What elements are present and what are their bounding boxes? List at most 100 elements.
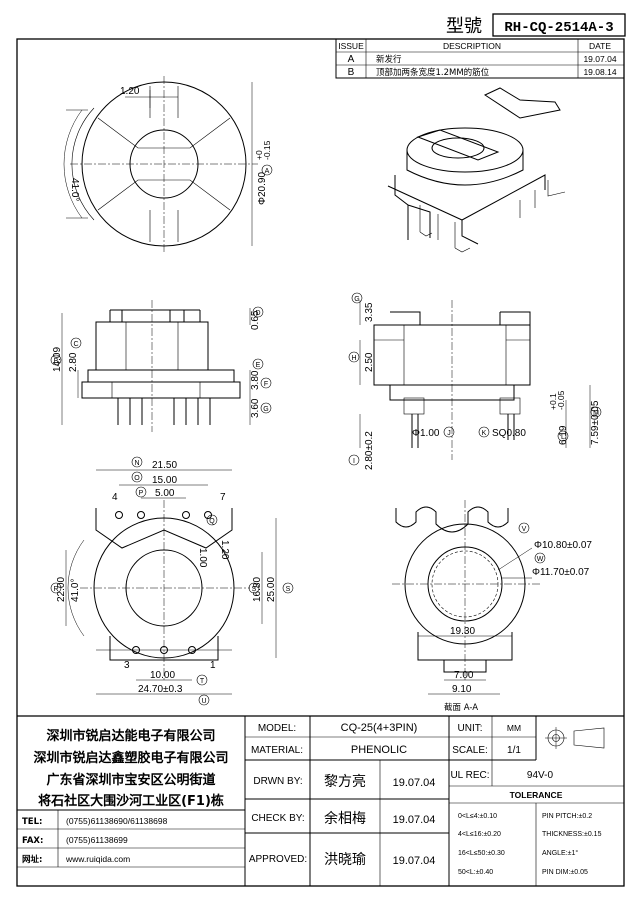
dim-label: 10.00 <box>150 670 175 681</box>
dim-label: W <box>537 556 544 563</box>
dim-label: 0.65 <box>250 310 261 330</box>
rev-date: 19.08.14 <box>583 67 616 77</box>
dim-label: Φ11.70±0.07 <box>532 567 590 578</box>
dim-label: 2.80 <box>68 352 79 372</box>
tolerance-row: 0<L≤4:±0.10 <box>458 813 497 820</box>
dim-label: 3.80 <box>250 370 261 390</box>
dim-label: N <box>134 460 139 467</box>
tolerance-row: 16<L≤50:±0.30 <box>458 850 505 857</box>
drawn-by-label: DRWN BY: <box>253 776 302 787</box>
dim-label: +0.1 <box>548 393 558 410</box>
dim-label: U <box>201 698 206 705</box>
rev-description: 新发行 <box>376 54 402 65</box>
drawing-frame <box>16 38 625 887</box>
pin-number: 4 <box>112 492 118 503</box>
dim-label: 9.10 <box>452 684 472 695</box>
rev-issue: B <box>348 67 355 78</box>
dim-label: Φ1.00 <box>412 428 440 439</box>
dim-label: 2.50 <box>364 352 375 372</box>
section-view: Φ10.80±0.07 V Φ11.70±0.07 W 19.30 7.00 9… <box>392 500 592 713</box>
projection-symbol-icon <box>545 727 605 749</box>
dim-label: 22.00 <box>56 577 67 602</box>
dim-label: Φ20.90 <box>257 172 268 205</box>
tolerance-row: 50<L:±0.40 <box>458 869 493 876</box>
section-caption: 截面 A-A <box>444 702 478 713</box>
dim-label: 5.00 <box>155 488 175 499</box>
dim-label: S <box>286 586 291 593</box>
unit-value: MM <box>507 723 521 733</box>
pin-number: 3 <box>124 660 130 671</box>
dim-label: 1.20 <box>219 540 230 560</box>
bottom-view: 4 7 3 1 21.50 N 15.00 O 5.00 P 1.00 1.20… <box>50 456 294 706</box>
dim-label: T <box>200 678 205 685</box>
dim-label: M <box>593 410 599 417</box>
drawn-by-name: 黎方亮 <box>324 773 366 790</box>
dim-label: J <box>447 430 451 437</box>
company-line: 深圳市锐启达能电子有限公司 <box>46 728 215 744</box>
dim-label: 3.60 <box>250 398 261 418</box>
dim-label: 16.80 <box>252 577 263 602</box>
dim-label: 7.59±0.05 <box>590 400 601 445</box>
model-number-header: 型號 RH-CQ-2514A-3 <box>446 13 626 37</box>
side-view: 3.35 G 2.50 H Φ1.00 J K SQ0.80 6.19 +0.1… <box>348 292 602 470</box>
dim-label: B <box>54 358 59 365</box>
tolerance-row: 4<L≤16:±0.20 <box>458 831 501 838</box>
dim-label: G <box>354 296 359 303</box>
check-by-date: 19.07.04 <box>393 814 436 826</box>
drawn-by-date: 19.07.04 <box>393 777 436 789</box>
dim-label: A <box>265 168 270 175</box>
scale-label: SCALE: <box>452 745 488 756</box>
check-by-label: CHECK BY: <box>251 813 304 824</box>
rev-date: 19.07.04 <box>583 54 616 64</box>
company-line: 深圳市锐启达鑫塑胶电子有限公司 <box>33 750 228 766</box>
pin-number: 1 <box>210 660 216 671</box>
dim-label: V <box>522 526 527 533</box>
front-view: 14.09 B 2.80 C 0.65 D E 3.80 F 3.60 G <box>50 300 272 432</box>
dim-label: 1.20 <box>120 86 140 97</box>
pin-pads <box>115 511 212 654</box>
dim-label: 25.00 <box>266 577 277 602</box>
model-value: CQ-25(4+3PIN) <box>341 722 418 734</box>
check-by-name: 余相梅 <box>324 810 366 827</box>
dim-label: L <box>561 434 565 441</box>
approved-name: 洪晓瑜 <box>324 852 366 868</box>
dim-label: H <box>351 355 356 362</box>
dim-label: -0.15 <box>262 140 272 160</box>
dim-label: K <box>482 430 487 437</box>
top-view: 1.20 41.0° Φ20.90 +0 -0.15 A <box>63 76 273 252</box>
tel-value: (0755)61138690/61138698 <box>66 816 168 826</box>
tolerance-other: PIN PITCH:±0.2 <box>542 813 592 820</box>
ul-rec-label: UL REC: <box>450 770 489 781</box>
dim-label: 24.70±0.3 <box>138 684 183 695</box>
dim-label: 14.09 <box>52 347 63 372</box>
dim-label: 6.19 <box>558 425 569 445</box>
dim-label: -0.05 <box>556 390 566 410</box>
dim-label: 41.0° <box>69 178 80 201</box>
dim-label: C <box>73 341 78 348</box>
tolerance-other: THICKNESS:±0.15 <box>542 831 602 838</box>
company-line: 广东省深圳市宝安区公明街道 <box>46 772 215 788</box>
dim-label: 15.00 <box>152 475 177 486</box>
dim-label: F <box>264 381 268 388</box>
dim-label: R <box>53 586 58 593</box>
dim-label: SQ0.80 <box>492 428 526 439</box>
material-label: MATERIAL: <box>251 745 303 756</box>
tel-label: TEL: <box>22 817 42 827</box>
dim-label: 41.0° <box>70 579 81 602</box>
pin-number: 7 <box>220 492 226 503</box>
dim-label: D <box>255 310 260 317</box>
tolerance-other: ANGLE:±1° <box>542 849 578 857</box>
ul-rec-value: 94V-0 <box>527 770 554 781</box>
model-label: 型號 <box>446 16 482 37</box>
dim-label: E <box>256 362 261 369</box>
title-block: 深圳市锐启达能电子有限公司 深圳市锐启达鑫塑胶电子有限公司 广东省深圳市宝安区公… <box>17 716 624 886</box>
rev-description: 顶部加两条宽度1.2MM的筋位 <box>376 67 490 78</box>
website-label: 网址: <box>22 854 42 865</box>
rev-col-issue: ISSUE <box>338 41 364 51</box>
tolerance-title: TOLERANCE <box>510 790 563 800</box>
scale-value: 1/1 <box>507 745 521 756</box>
rev-issue: A <box>348 54 355 65</box>
company-line: 将石社区大围沙河工业区(F1)栋 <box>38 793 224 809</box>
approved-label: APPROVED: <box>249 854 307 865</box>
